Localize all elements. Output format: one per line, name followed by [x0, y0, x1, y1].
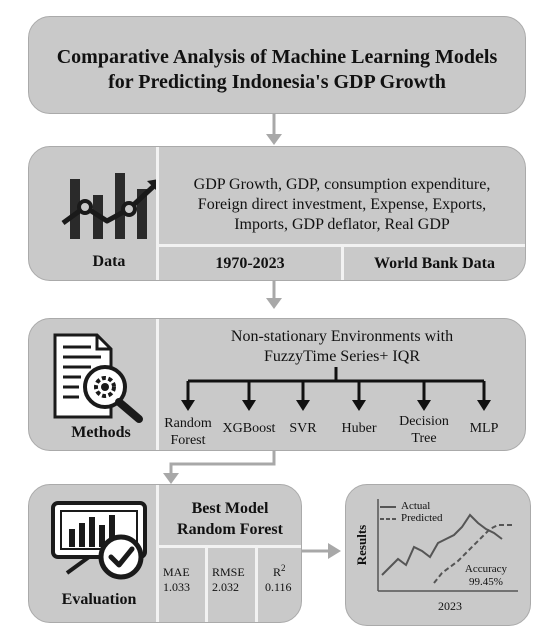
results-ylabel: Results [354, 524, 369, 566]
legend-predicted: Predicted [401, 512, 443, 524]
methods-branch-arrows [181, 367, 491, 411]
metric-r2: R2 0.116 [265, 561, 301, 595]
best-model: Best Model Random Forest [159, 498, 301, 540]
methods-heading: Non-stationary Environments with FuzzyTi… [159, 327, 525, 367]
title-line-1: Comparative Analysis of Machine Learning… [56, 46, 498, 68]
data-variables-line-1: GDP Growth, GDP, consumption expenditure… [193, 176, 491, 193]
title-line-2: for Predicting Indonesia's GDP Growth [108, 71, 446, 93]
methods-heading-line-2: FuzzyTime Series+ IQR [264, 348, 420, 365]
series-actual [381, 513, 503, 576]
model-name-2: Tree [411, 431, 437, 446]
results-box: Actual Predicted Accuracy 99.45% 2023 Re… [345, 484, 531, 626]
divider [159, 545, 301, 548]
accuracy-value: 99.45% [469, 576, 503, 588]
divider [156, 485, 159, 622]
series-predicted [433, 524, 514, 584]
divider [156, 319, 159, 450]
results-xlabel: 2023 [438, 599, 462, 613]
metric-sup: 2 [281, 563, 286, 573]
divider [341, 247, 344, 280]
methods-label: Methods [71, 424, 131, 441]
accuracy-annotation: Accuracy 99.45% [454, 563, 518, 589]
diagram-title: Comparative Analysis of Machine Learning… [29, 45, 525, 95]
data-period: 1970-2023 [215, 255, 285, 272]
data-label: Data [92, 253, 126, 270]
model-decision-tree: Decision Tree [389, 413, 459, 447]
data-source: World Bank Data [374, 255, 495, 272]
data-variables-line-3: Imports, GDP deflator, Real GDP [234, 216, 450, 233]
model-random-forest: Random Forest [155, 415, 221, 449]
model-svr: SVR [289, 421, 317, 436]
evaluation-board-check-icon [51, 501, 147, 580]
results-line-plot [377, 499, 518, 592]
bar-chart-trend-icon [61, 173, 159, 239]
data-variables: GDP Growth, GDP, consumption expenditure… [159, 175, 525, 235]
data-variables-line-2: Foreign direct investment, Expense, Expo… [197, 196, 487, 213]
metric-name: RMSE [212, 565, 245, 579]
divider [156, 147, 159, 280]
metric-name: R2 [265, 561, 301, 580]
model-name: Random [164, 416, 212, 431]
metric-name-text: R [273, 565, 282, 579]
model-mlp: MLP [469, 421, 499, 436]
metric-mae: MAE 1.033 [163, 565, 205, 595]
methods-heading-line-1: Non-stationary Environments with [230, 328, 454, 345]
metric-name: MAE [163, 565, 190, 579]
best-model-line-1: Best Model [191, 500, 269, 517]
title-box: Comparative Analysis of Machine Learning… [28, 16, 526, 114]
methods-box: Methods Non-stationary Environments with… [28, 318, 526, 451]
metric-rmse: RMSE 2.032 [212, 565, 256, 595]
evaluation-box: Evaluation Best Model Random Forest MAE … [28, 484, 302, 623]
model-name: Decision [399, 414, 449, 429]
model-xgboost: XGBoost [222, 421, 276, 436]
accuracy-label: Accuracy [464, 563, 508, 575]
evaluation-label: Evaluation [61, 591, 137, 608]
metric-value: 2.032 [212, 580, 239, 594]
divider [159, 244, 525, 247]
divider [255, 548, 258, 622]
arrow-methods-to-evaluation [169, 446, 276, 475]
best-model-line-2: Random Forest [177, 521, 283, 538]
data-box: Data GDP Growth, GDP, consumption expend… [28, 146, 526, 281]
document-gear-search-icon [53, 333, 143, 423]
legend-actual: Actual [401, 500, 431, 512]
metric-value: 1.033 [163, 580, 190, 594]
divider [205, 548, 208, 622]
model-huber: Huber [341, 421, 377, 436]
metric-value: 0.116 [265, 580, 292, 594]
model-name-2: Forest [170, 433, 206, 448]
